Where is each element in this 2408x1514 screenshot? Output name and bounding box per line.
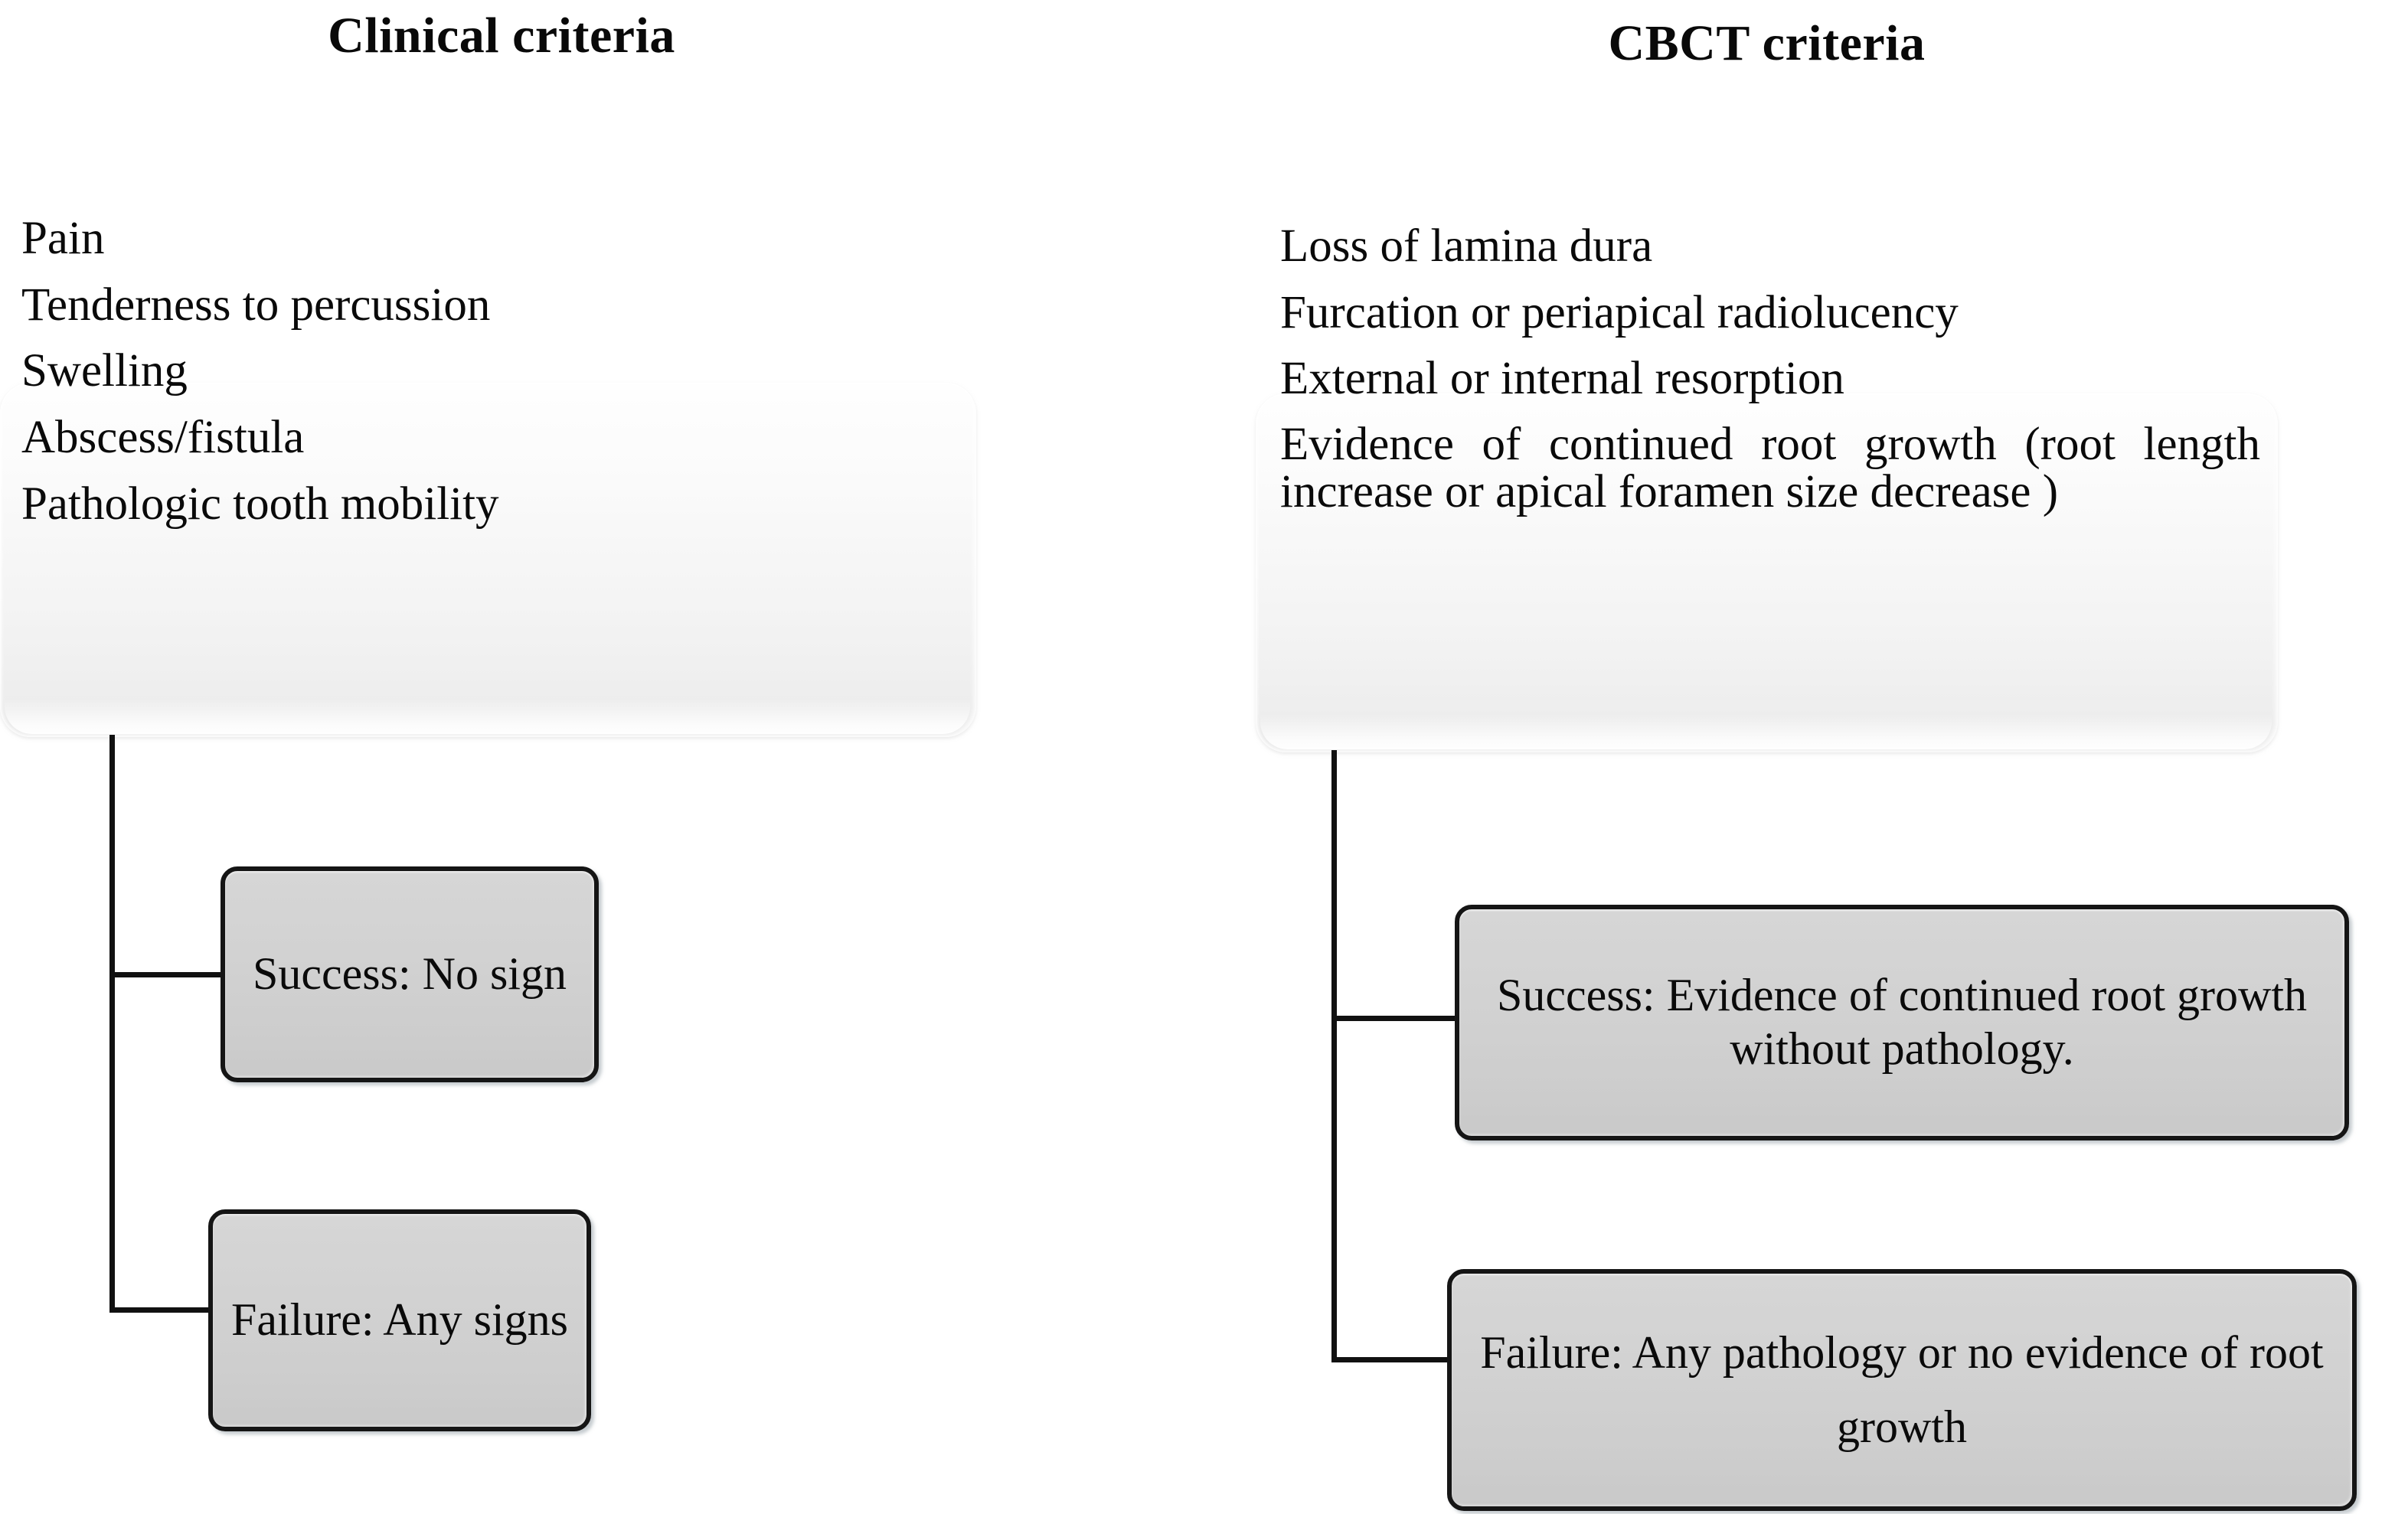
- clinical-criterion-abscess: Abscess/fistula: [21, 411, 305, 463]
- clinical-connector-to-failure: [109, 1307, 217, 1313]
- cbct-criterion-lamina-dura: Loss of lamina dura: [1280, 220, 1653, 272]
- cbct-criteria-title: CBCT criteria: [1608, 15, 1926, 71]
- cbct-connector-to-failure: [1331, 1357, 1452, 1362]
- cbct-criterion-radiolucency: Furcation or periapical radiolucency: [1280, 286, 1959, 338]
- clinical-criterion-swelling: Swelling: [21, 345, 188, 397]
- clinical-failure-label: Failure: Any signs: [230, 1294, 568, 1346]
- clinical-connector-to-success: [109, 972, 226, 977]
- clinical-criterion-tenderness: Tenderness to percussion: [21, 279, 491, 331]
- cbct-connector-to-success: [1331, 1016, 1460, 1021]
- clinical-connector-trunk: [109, 735, 115, 1313]
- clinical-success-label: Success: No sign: [253, 948, 567, 1000]
- cbct-connector-trunk: [1331, 750, 1337, 1362]
- cbct-success-label: Success: Evidence of continued root grow…: [1496, 970, 2308, 1074]
- cbct-failure-box[interactable]: Failure: Any pathology or no evidence of…: [1447, 1269, 2357, 1511]
- clinical-criterion-pain: Pain: [21, 213, 105, 264]
- clinical-failure-box[interactable]: Failure: Any signs: [208, 1209, 591, 1431]
- cbct-success-box[interactable]: Success: Evidence of continued root grow…: [1455, 905, 2349, 1140]
- clinical-criteria-list: Pain Tenderness to percussion Swelling A…: [21, 214, 963, 529]
- cbct-criterion-resorption: External or internal resorption: [1280, 353, 1844, 405]
- cbct-failure-label: Failure: Any pathology or no evidence of…: [1480, 1326, 2324, 1452]
- clinical-criteria-title: Clinical criteria: [328, 8, 675, 64]
- clinical-criteria-panel: [0, 383, 976, 737]
- clinical-criterion-mobility: Pathologic tooth mobility: [21, 478, 499, 530]
- cbct-criteria-list: Loss of lamina dura Furcation or periapi…: [1280, 220, 2268, 518]
- clinical-success-box[interactable]: Success: No sign: [221, 866, 599, 1082]
- cbct-criteria-panel: [1256, 393, 2278, 752]
- cbct-criterion-root-growth: Evidence of continued root growth (root …: [1280, 418, 2260, 518]
